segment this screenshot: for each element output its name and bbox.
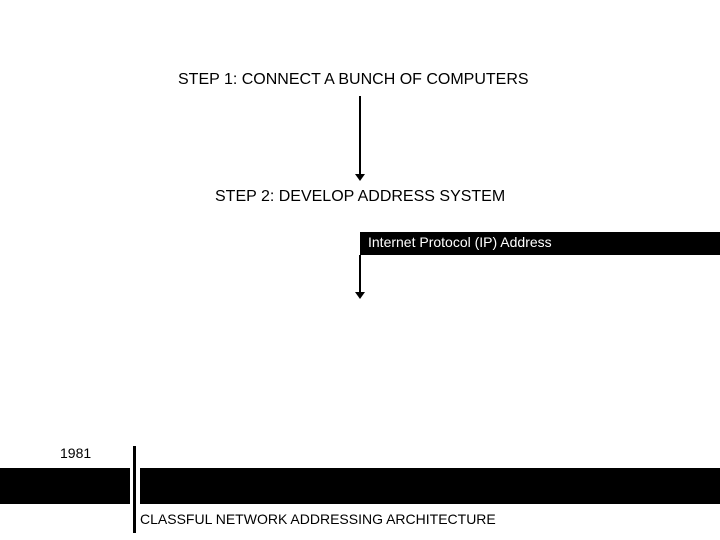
step-1-to-2-arrowhead: [355, 174, 365, 181]
step-1-to-2-arrow-line: [359, 96, 361, 176]
timeline-band-right: [140, 468, 720, 504]
timeline-year: 1981: [60, 445, 92, 461]
step-1-label: STEP 1: CONNECT A BUNCH OF COMPUTERS: [178, 71, 529, 88]
timeline-marker: [133, 446, 136, 533]
timeline-architecture-label: CLASSFUL NETWORK ADDRESSING ARCHITECTURE: [140, 511, 496, 527]
step-2-down-arrow-line: [359, 255, 361, 293]
step-2-down-arrowhead: [355, 292, 365, 299]
ip-address-label: Internet Protocol (IP) Address: [368, 234, 552, 250]
timeline-band-left: [0, 468, 130, 504]
ip-address-bar: [360, 232, 720, 255]
step-2-label: STEP 2: DEVELOP ADDRESS SYSTEM: [215, 188, 506, 205]
